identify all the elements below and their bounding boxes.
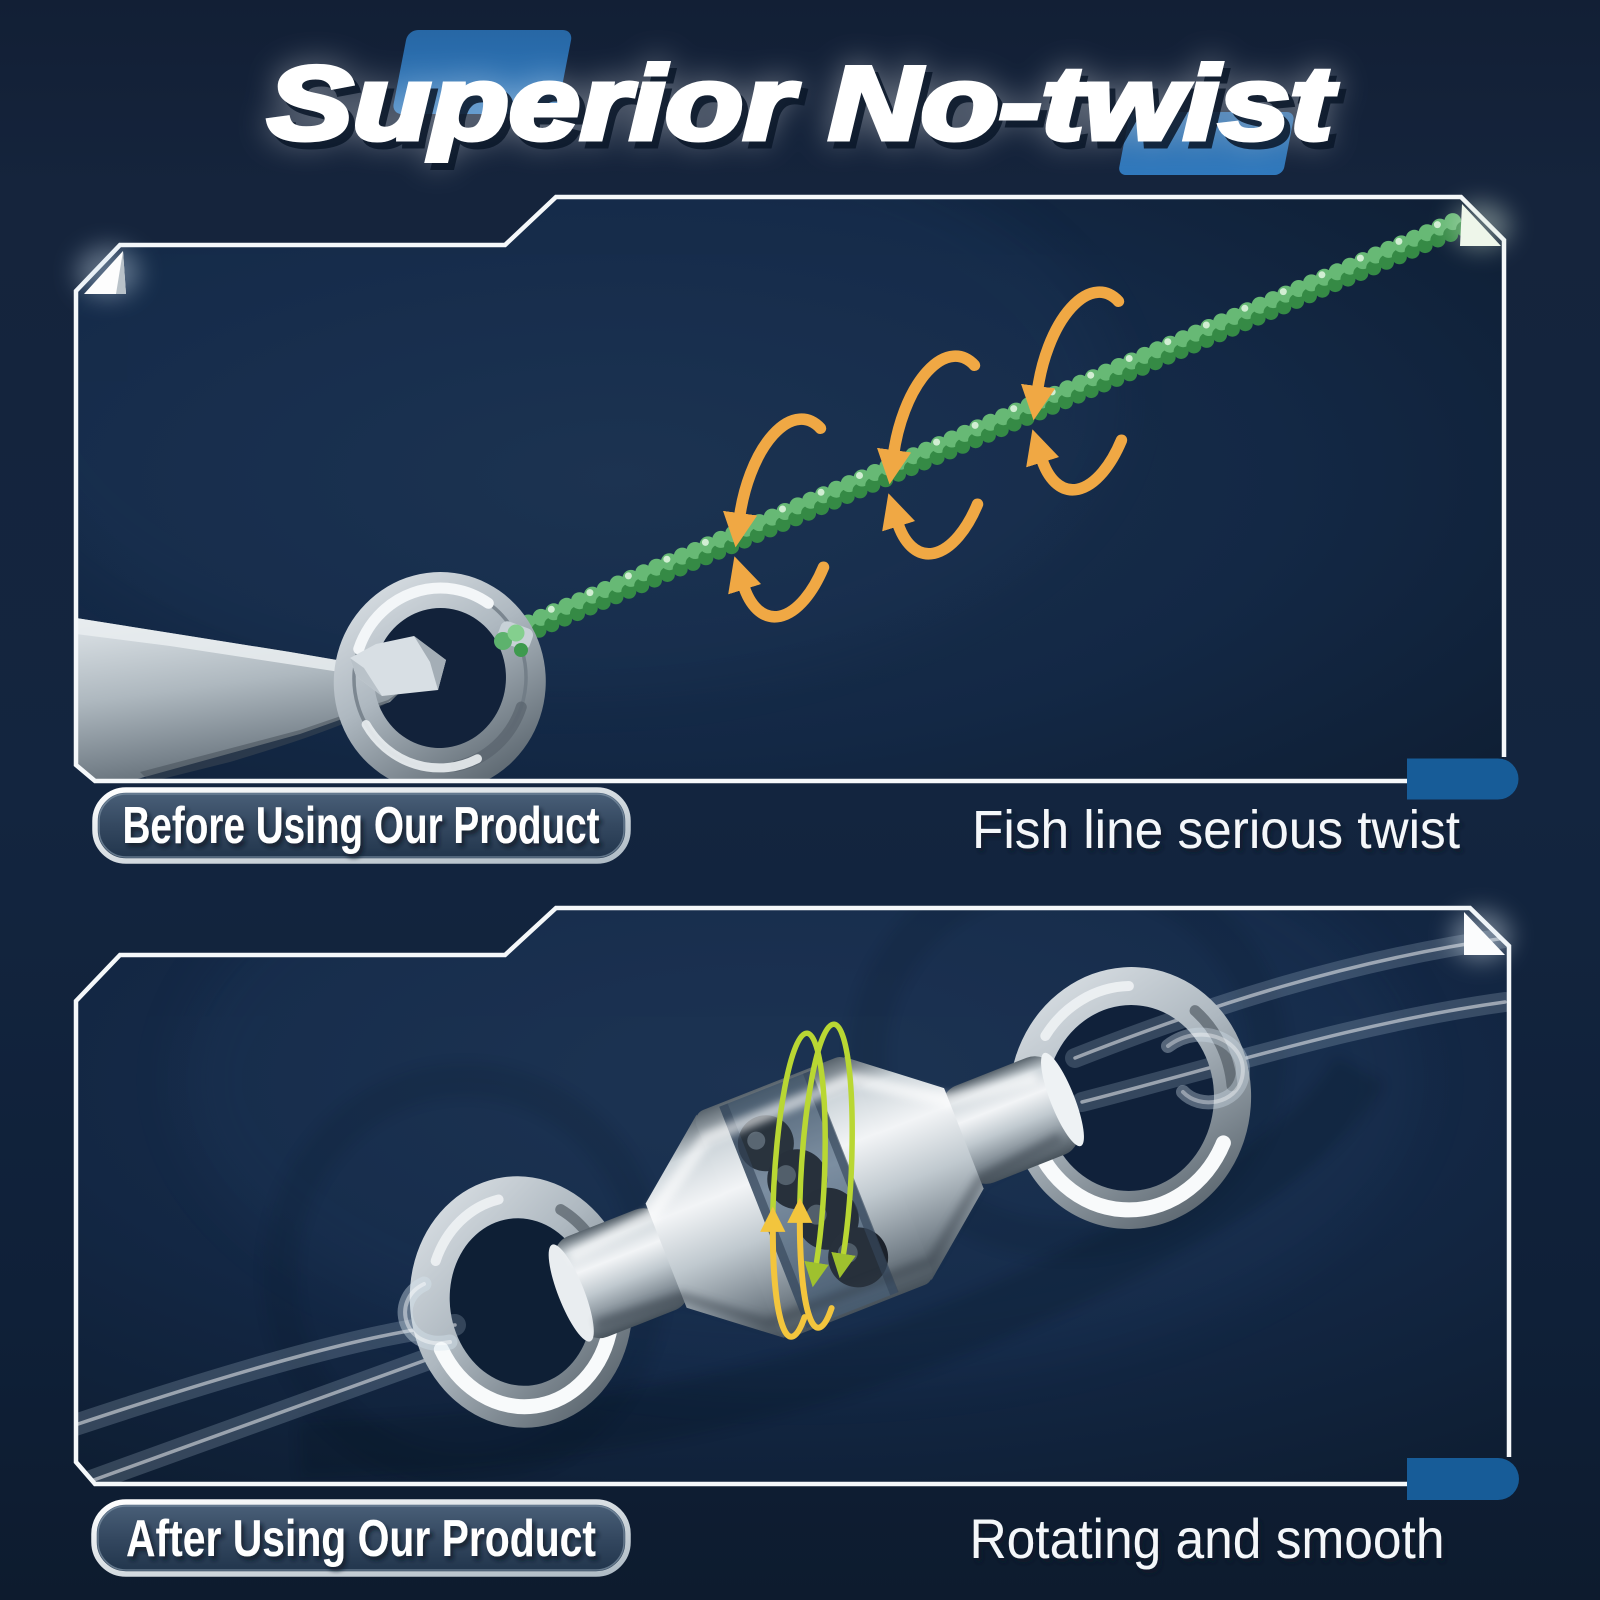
svg-text:Before Using Our Product: Before Using Our Product bbox=[123, 797, 600, 855]
svg-text:Fish line serious twist: Fish line serious twist bbox=[972, 800, 1460, 860]
svg-text:Superior No-twist: Superior No-twist bbox=[274, 53, 1344, 169]
svg-text:Rotating and smooth: Rotating and smooth bbox=[970, 1507, 1445, 1570]
svg-text:Superior No-twist: Superior No-twist bbox=[268, 46, 1338, 162]
svg-text:Superior No-twist: Superior No-twist bbox=[268, 46, 1338, 162]
svg-text:After Using Our Product: After Using Our Product bbox=[126, 1510, 596, 1568]
